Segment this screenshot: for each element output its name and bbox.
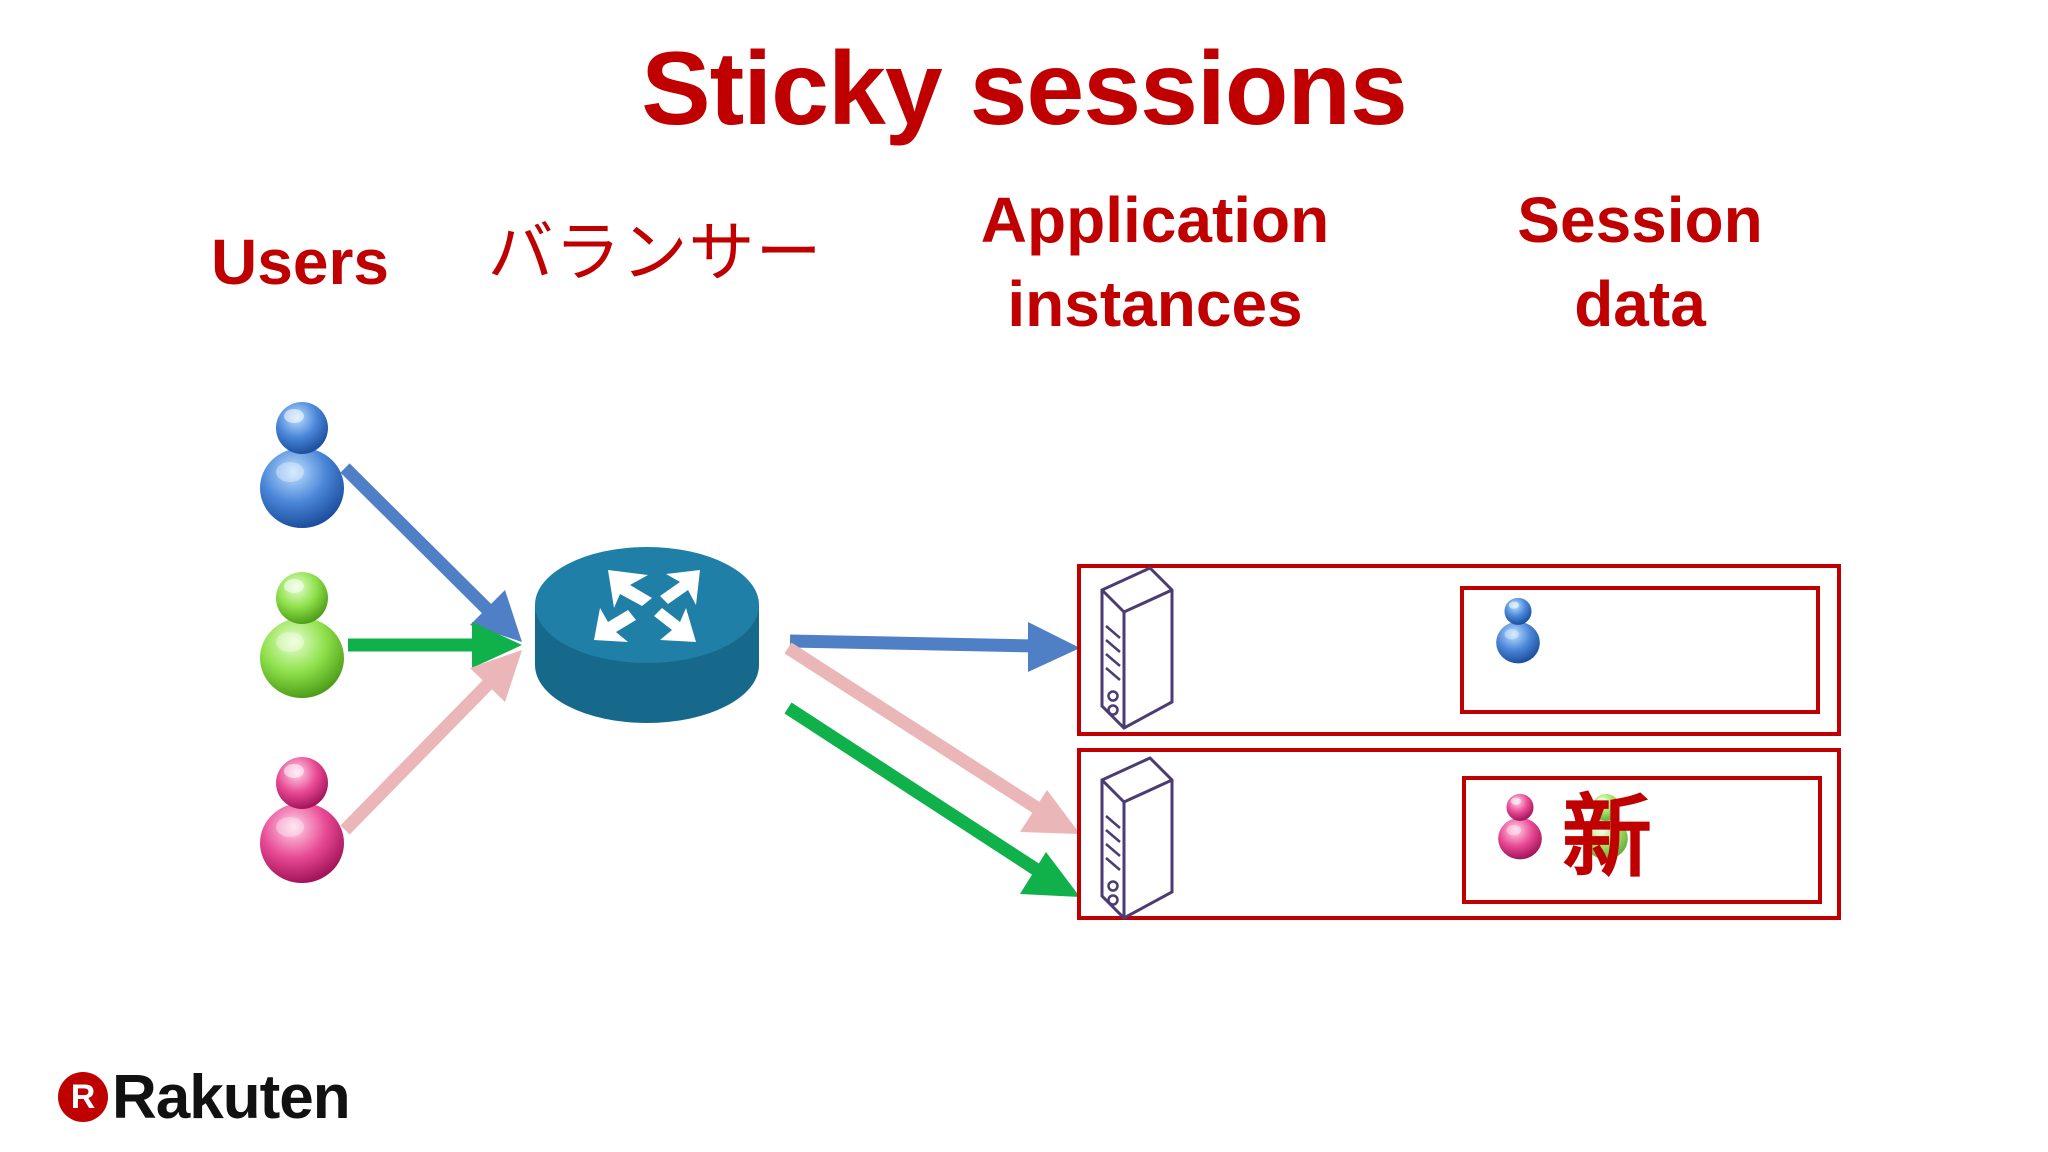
user-icon-green [260, 572, 344, 698]
server-icon [1100, 756, 1174, 920]
application-instance-2: 新 [1077, 748, 1841, 920]
rakuten-logo-text: Rakuten [112, 1062, 351, 1132]
balancer-router-icon [535, 547, 759, 723]
arrow-pink-to-instance-2 [784, 642, 1080, 834]
rakuten-logo: R Rakuten [58, 1062, 351, 1132]
session-heading-line1: Session [1517, 184, 1763, 256]
slide-title: Sticky sessions [641, 31, 1407, 147]
arrow-blue-to-instance-1 [789, 622, 1080, 672]
new-session-marker: 新 [1562, 785, 1652, 890]
arrow-pink-to-balancer [340, 650, 522, 835]
application-heading-line2: instances [1007, 268, 1303, 340]
balancer-heading: バランサー [487, 215, 823, 289]
session-data-heading: Session data [1460, 178, 1820, 346]
user-icon-blue [260, 402, 344, 528]
arrow-green-to-instance-2 [784, 702, 1080, 897]
arrow-green-to-balancer [348, 622, 522, 668]
server-icon [1100, 566, 1174, 730]
application-instances-heading: Application instances [945, 178, 1365, 346]
users-heading: Users [211, 226, 389, 298]
session-heading-line2: data [1574, 268, 1706, 340]
user-icon-pink [260, 757, 344, 883]
application-instance-1 [1077, 564, 1841, 736]
arrow-blue-to-balancer [340, 463, 522, 642]
application-heading-line1: Application [980, 184, 1330, 256]
rakuten-logo-mark: R [58, 1072, 108, 1122]
